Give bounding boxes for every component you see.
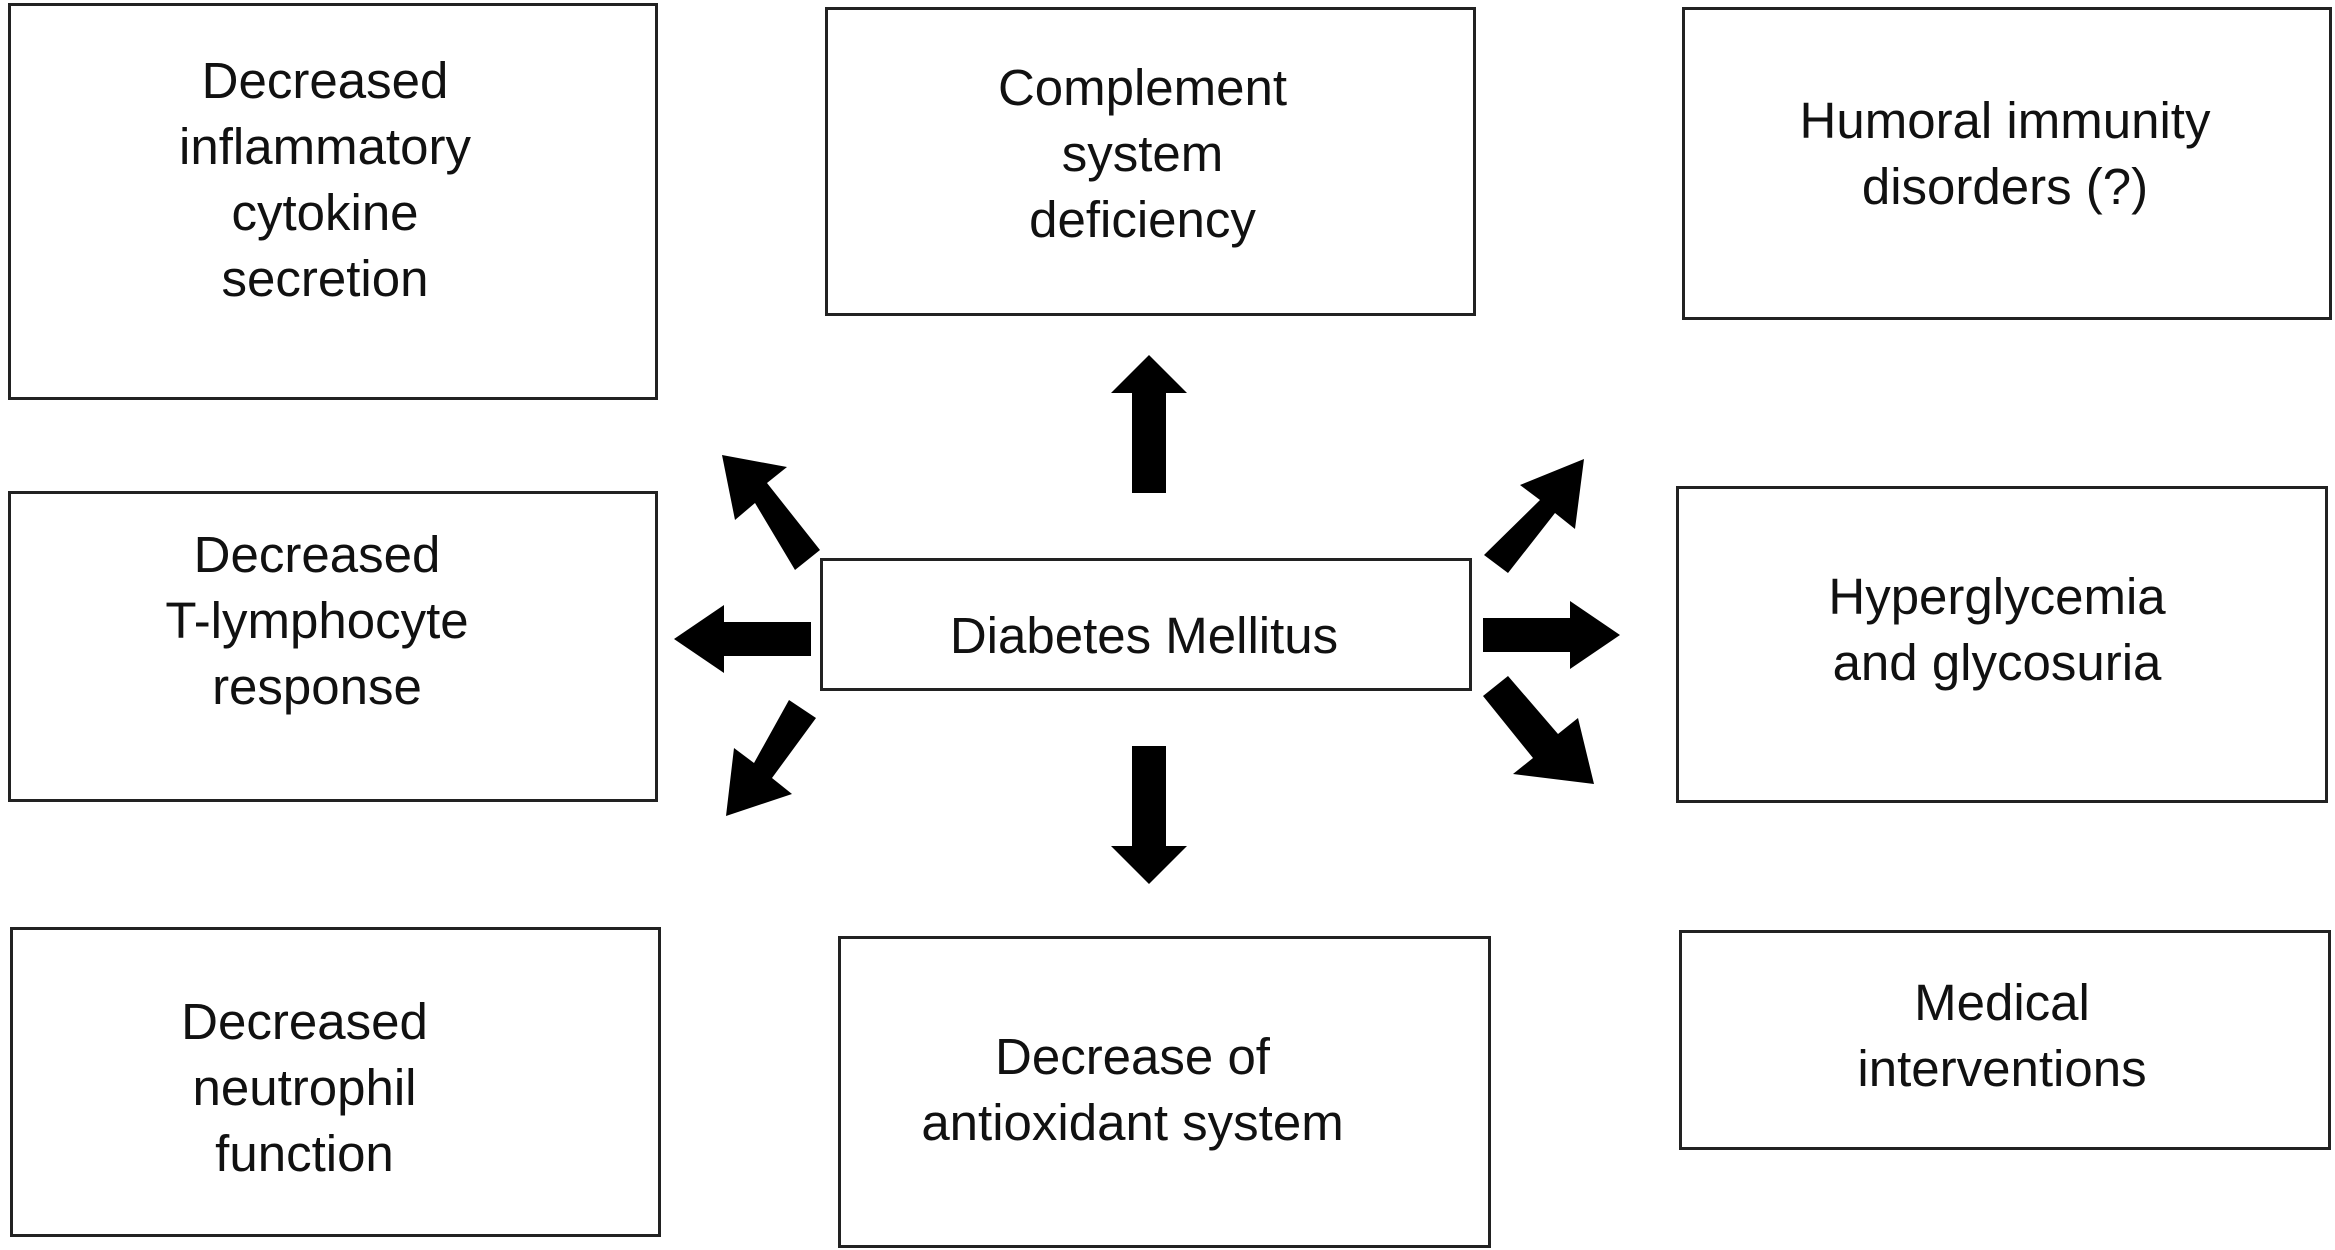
box-t-lymphocyte: Decreased T-lymphocyte response <box>8 491 658 802</box>
box-cytokine-secretion: Decreased inflammatory cytokine secretio… <box>8 3 658 400</box>
box-complement-deficiency-label: Complement system deficiency <box>997 58 1288 248</box>
box-t-lymphocyte-label: Decreased T-lymphocyte response <box>165 525 469 715</box>
center-diabetes-mellitus: Diabetes Mellitus <box>820 558 1472 691</box>
arrow-to-cytokine-secretion <box>722 455 820 570</box>
box-humoral-immunity: Humoral immunity disorders (?) <box>1682 7 2332 320</box>
center-diabetes-mellitus-label: Diabetes Mellitus <box>949 606 1339 664</box>
box-antioxidant-system-label: Decrease of antioxidant system <box>921 1028 1344 1151</box>
box-complement-deficiency: Complement system deficiency <box>825 7 1476 316</box>
box-hyperglycemia: Hyperglycemia and glycosuria <box>1676 486 2328 803</box>
arrow-to-hyperglycemia <box>1483 601 1620 669</box>
box-medical-interventions-label: Medical interventions <box>1857 974 2147 1097</box>
arrow-to-medical-interventions <box>1483 676 1594 784</box>
box-neutrophil-function: Decreased neutrophil function <box>10 927 661 1237</box>
box-humoral-immunity-label: Humoral immunity disorders (?) <box>1799 91 2211 215</box>
arrow-to-complement-deficiency <box>1111 355 1187 493</box>
arrow-to-neutrophil-function <box>726 700 816 816</box>
box-medical-interventions: Medical interventions <box>1679 930 2331 1150</box>
box-cytokine-secretion-label: Decreased inflammatory cytokine secretio… <box>179 51 471 307</box>
arrow-to-humoral-immunity <box>1484 459 1584 573</box>
box-hyperglycemia-label: Hyperglycemia and glycosuria <box>1828 567 2166 691</box>
box-antioxidant-system: Decrease of antioxidant system <box>838 936 1491 1248</box>
arrow-to-antioxidant-system <box>1111 746 1187 884</box>
box-neutrophil-function-label: Decreased neutrophil function <box>181 993 428 1182</box>
arrow-to-t-lymphocyte <box>674 605 811 673</box>
